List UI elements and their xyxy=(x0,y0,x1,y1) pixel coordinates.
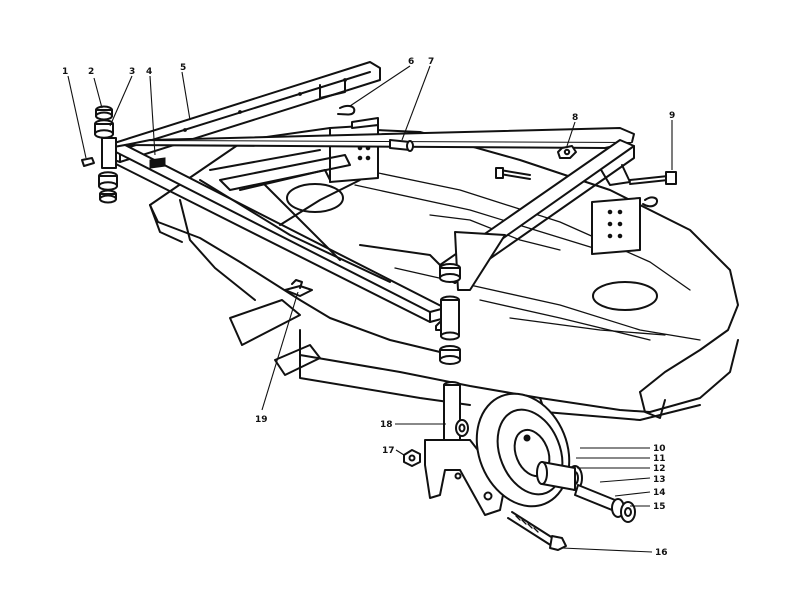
frame-pad xyxy=(149,157,166,169)
mounting-bracket-left xyxy=(329,117,379,183)
hex-bolt xyxy=(629,171,677,185)
callout-3: 3 xyxy=(129,67,135,77)
callout-14: 14 xyxy=(653,488,666,498)
callout-13: 13 xyxy=(653,475,666,485)
grease-fitting xyxy=(81,157,95,167)
callout-5: 5 xyxy=(180,63,186,73)
right-spindle-opening xyxy=(592,281,658,311)
callout-2: 2 xyxy=(88,67,94,77)
main-frame xyxy=(101,127,635,323)
small-clip-pin xyxy=(642,196,658,208)
wing-clip xyxy=(284,279,313,297)
caster-spindle xyxy=(443,381,461,446)
upper-spacer-stack xyxy=(94,105,114,139)
callout-18: 18 xyxy=(380,420,393,430)
callout-10: 10 xyxy=(653,444,666,454)
callout-17: 17 xyxy=(382,446,395,456)
callout-12: 12 xyxy=(653,464,666,474)
front-pivot-post xyxy=(101,137,117,169)
callout-4: 4 xyxy=(146,67,152,77)
callout-6: 6 xyxy=(408,57,414,67)
axle-spacer-tube xyxy=(574,484,616,511)
lock-nut xyxy=(557,145,577,159)
callout-19: 19 xyxy=(255,415,268,425)
wheel-axle-sleeve xyxy=(536,461,576,491)
callout-15: 15 xyxy=(653,502,666,512)
hair-pin-clip xyxy=(337,104,356,116)
callout-1: 1 xyxy=(62,67,68,77)
leader-lines xyxy=(67,65,673,553)
clevis-pin xyxy=(389,139,414,152)
callout-labels: 1 2 3 4 5 6 7 8 9 10 11 12 13 14 15 16 1… xyxy=(62,57,675,558)
axle-bolt xyxy=(507,511,567,551)
callout-11: 11 xyxy=(653,454,666,464)
lower-spacer-stack xyxy=(98,171,118,204)
caster-pivot-stack xyxy=(435,263,461,365)
caster-nut xyxy=(403,449,421,467)
center-bolt xyxy=(495,167,531,180)
callout-9: 9 xyxy=(669,111,675,121)
callout-7: 7 xyxy=(428,57,434,67)
mounting-bracket-right xyxy=(591,164,641,255)
callout-8: 8 xyxy=(572,113,578,123)
callout-16: 16 xyxy=(655,548,668,558)
spindle-washer xyxy=(455,419,469,437)
axle-washers xyxy=(611,498,636,523)
left-spindle-opening xyxy=(286,183,344,213)
